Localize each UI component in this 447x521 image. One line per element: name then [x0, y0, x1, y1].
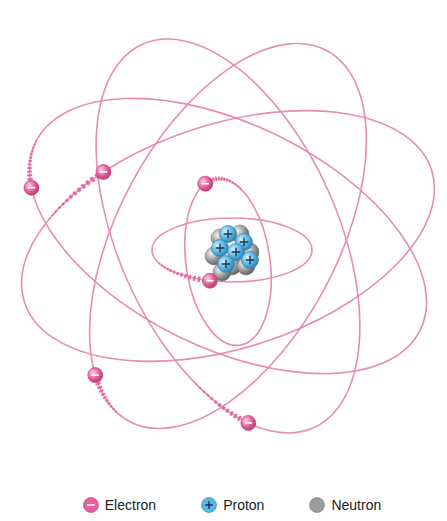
- electrons: [13, 141, 262, 445]
- orbits: [0, 0, 447, 473]
- electron-ball: [159, 263, 217, 288]
- orbit-path: [0, 63, 447, 408]
- legend-label: Neutron: [331, 497, 381, 513]
- legend-swatch-fill: [83, 498, 98, 513]
- orbit-path: [42, 0, 414, 473]
- legend: Electron Proton Neutron: [0, 492, 447, 518]
- legend-item: Electron: [82, 492, 156, 518]
- legend-item: Proton: [200, 492, 264, 518]
- legend-label: Electron: [105, 497, 156, 513]
- legend-swatch: [82, 496, 100, 514]
- electron-ball: [75, 361, 138, 416]
- orbit-path: [175, 173, 282, 351]
- legend-label: Proton: [223, 497, 264, 513]
- orbit-path: [152, 218, 312, 282]
- orbit-path: [32, 0, 423, 473]
- legend-item: Neutron: [308, 492, 381, 518]
- legend-swatch-fill: [202, 498, 217, 513]
- proton-ball: [242, 252, 259, 269]
- electron-ball: [195, 366, 261, 445]
- proton-ball: [212, 240, 229, 257]
- nucleus: [205, 225, 259, 281]
- legend-swatch-fill: [310, 498, 325, 513]
- electron-ball: [196, 170, 242, 195]
- electron-ball: [13, 141, 60, 201]
- orbit-path: [0, 42, 447, 431]
- legend-swatch: [308, 496, 326, 514]
- proton-ball: [218, 256, 235, 273]
- legend-swatch: [200, 496, 218, 514]
- electron-ball: [37, 160, 121, 220]
